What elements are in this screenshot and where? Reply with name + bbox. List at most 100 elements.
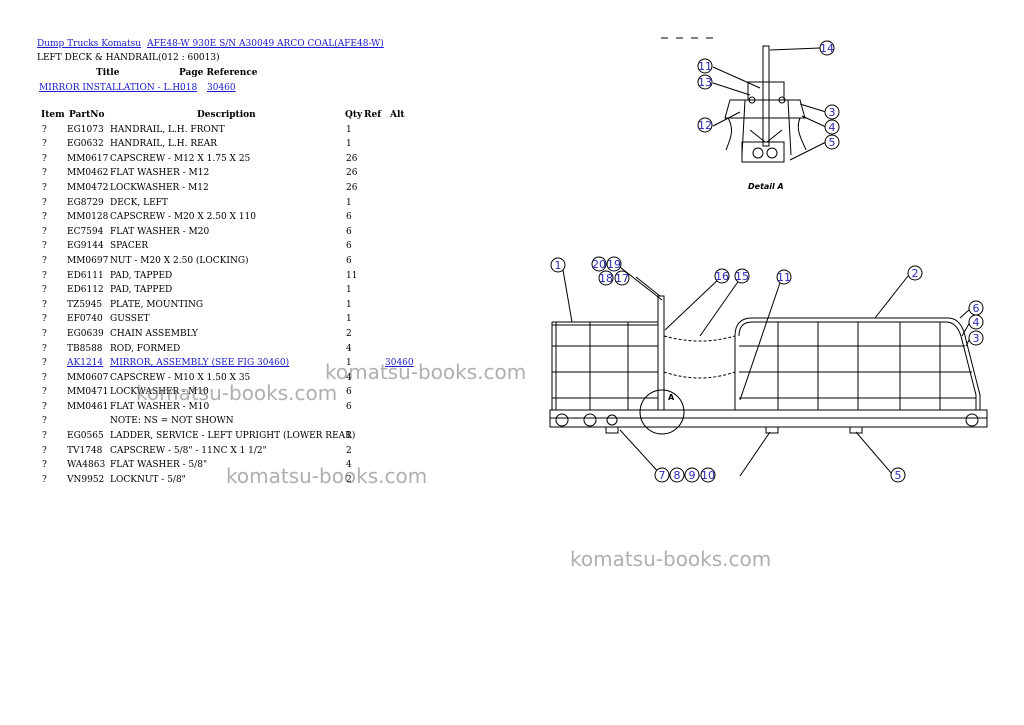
qty-cell: 1 — [346, 314, 352, 325]
callout-circle — [907, 265, 923, 281]
callout-number[interactable]: 13 — [698, 76, 712, 89]
description-cell: LOCKNUT - 5/8" — [110, 474, 186, 485]
qty-cell: 2 — [346, 474, 352, 485]
callout-circle — [890, 467, 906, 483]
qty-cell: 6 — [346, 226, 352, 237]
callout-number[interactable]: 19 — [607, 258, 621, 271]
callout-number[interactable]: 15 — [735, 270, 749, 283]
callout-circle — [614, 270, 630, 286]
qty-cell: 6 — [346, 212, 352, 223]
item-cell: ? — [42, 343, 47, 354]
qty-cell: 1 — [346, 431, 352, 442]
item-cell: ? — [42, 226, 47, 237]
callout-number[interactable]: 20 — [592, 258, 606, 271]
callout-number[interactable]: 8 — [674, 469, 681, 482]
breadcrumb-link-category[interactable]: Dump Trucks Komatsu — [37, 39, 142, 49]
qty-cell: 4 — [346, 460, 352, 471]
detail-a-marker: A — [668, 393, 675, 402]
watermark: komatsu-books.com — [226, 464, 428, 488]
description-cell: GUSSET — [110, 314, 150, 325]
callout-circle — [669, 467, 685, 483]
part-number-cell: EG1073 — [67, 124, 104, 135]
header-qty: Qty — [345, 110, 363, 120]
callout-number[interactable]: 11 — [777, 271, 791, 284]
callout-circle — [606, 256, 622, 272]
callout-number[interactable]: 9 — [689, 469, 696, 482]
callout-circle — [684, 467, 700, 483]
part-number-cell: TZ5945 — [67, 299, 103, 310]
qty-cell: 1 — [346, 197, 352, 208]
description-cell[interactable]: MIRROR, ASSEMBLY (SEE FIG 30460) — [110, 358, 290, 369]
page-subtitle: LEFT DECK & HANDRAIL(012 : 60013) — [37, 53, 220, 63]
item-cell: ? — [42, 460, 47, 471]
description-cell: ROD, FORMED — [110, 343, 181, 354]
item-cell: ? — [42, 401, 47, 412]
callout-number[interactable]: 18 — [599, 272, 613, 285]
description-cell: CHAIN ASSEMBLY — [110, 328, 198, 339]
qty-cell: 11 — [346, 270, 358, 281]
qty-cell: 6 — [346, 387, 352, 398]
breadcrumb-link-model[interactable]: AFE48-W 930E S/N A30049 ARCO COAL(AFE48-… — [147, 39, 384, 49]
item-cell: ? — [42, 387, 47, 398]
callout-number[interactable]: 1 — [555, 259, 562, 272]
callout-circle — [968, 314, 984, 330]
callout-number[interactable]: 4 — [829, 121, 836, 134]
qty-cell: 1 — [346, 139, 352, 150]
callout-number[interactable]: 11 — [698, 60, 712, 73]
callout-number[interactable]: 14 — [820, 42, 834, 55]
callout-circle — [697, 74, 713, 90]
part-number-cell: VN9952 — [67, 474, 105, 485]
qty-cell: 6 — [346, 241, 352, 252]
callout-number[interactable]: 3 — [973, 332, 980, 345]
description-cell: CAPSCREW - M20 X 2.50 X 110 — [110, 212, 256, 223]
callout-number[interactable]: 2 — [912, 267, 919, 280]
callout-circle — [697, 117, 713, 133]
qty-cell: 6 — [346, 401, 352, 412]
item-cell: ? — [42, 416, 47, 427]
part-number-cell: MM0617 — [67, 153, 109, 164]
callout-circle — [654, 467, 670, 483]
part-number-cell[interactable]: AK1214 — [67, 358, 104, 369]
callout-number[interactable]: 6 — [973, 302, 980, 315]
callout-circle — [598, 270, 614, 286]
header-ref: Ref — [364, 110, 382, 120]
part-number-cell: TB8588 — [67, 343, 103, 354]
part-number-cell: EC7594 — [67, 226, 104, 237]
callout-number[interactable]: 12 — [698, 119, 712, 132]
callout-number[interactable]: 16 — [715, 270, 729, 283]
callout-number[interactable]: 4 — [973, 316, 980, 329]
callout-number[interactable]: 10 — [701, 469, 715, 482]
callout-circle — [968, 330, 984, 346]
header-alt: Alt — [390, 110, 405, 120]
description-cell: CAPSCREW - M10 X 1.50 X 35 — [110, 372, 251, 383]
qty-cell: 2 — [346, 328, 352, 339]
qty-cell: 1 — [346, 358, 352, 369]
ref-cell[interactable]: 30460 — [385, 358, 414, 369]
callout-number[interactable]: 17 — [615, 272, 629, 285]
item-cell: ? — [42, 139, 47, 150]
watermark: komatsu-books.com — [325, 360, 527, 384]
reference-page-link[interactable]: 018 — [180, 83, 198, 93]
part-number-cell: EG9144 — [67, 241, 104, 252]
handrail-drawing — [549, 263, 988, 477]
reference-ref-link[interactable]: 30460 — [207, 83, 236, 93]
reference-title-link[interactable]: MIRROR INSTALLATION - L.H. — [39, 83, 184, 93]
callout-circle — [734, 268, 750, 284]
callout-number[interactable]: 3 — [829, 106, 836, 119]
qty-cell: 1 — [346, 124, 352, 135]
callout-circle — [700, 467, 716, 483]
callout-number[interactable]: 5 — [829, 136, 836, 149]
callout-circle — [550, 257, 566, 273]
item-cell: ? — [42, 255, 47, 266]
description-cell: LOCKWASHER - M12 — [110, 182, 209, 193]
callout-number[interactable]: 5 — [895, 469, 902, 482]
callout-number[interactable]: 7 — [659, 469, 666, 482]
part-number-cell: ED6111 — [67, 270, 104, 281]
header-description: Description — [197, 110, 256, 120]
description-cell: PAD, TAPPED — [110, 285, 173, 296]
item-cell: ? — [42, 314, 47, 325]
item-cell: ? — [42, 328, 47, 339]
item-cell: ? — [42, 168, 47, 179]
item-cell: ? — [42, 124, 47, 135]
